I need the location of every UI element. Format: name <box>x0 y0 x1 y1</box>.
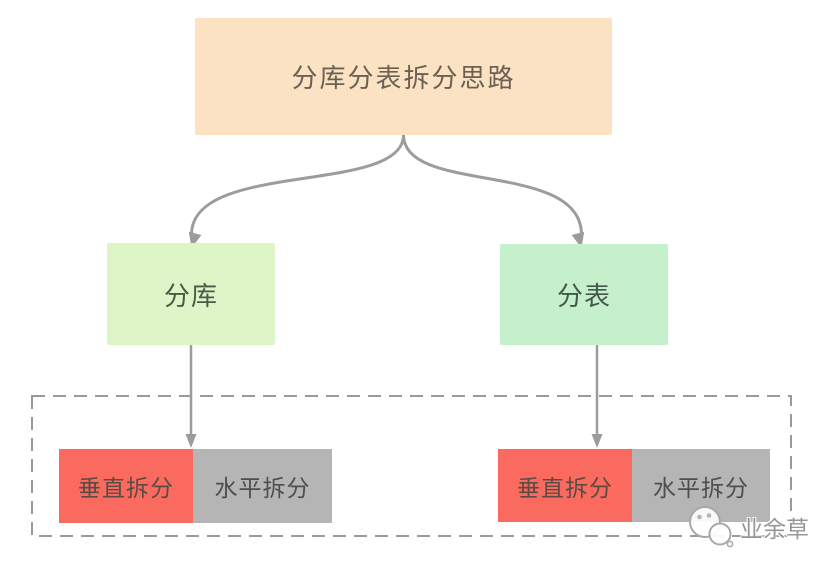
connector-title-to-fenku <box>190 134 405 235</box>
title-label: 分库分表拆分思路 <box>291 63 516 93</box>
branch-box-fenbiao: 分表 <box>500 244 668 345</box>
branch-fenbiao-label: 分表 <box>556 281 611 311</box>
vertical-split-label: 垂直拆分 <box>517 474 613 501</box>
arrowhead-fenku-splits <box>185 434 197 448</box>
vertical-split-box-fenku: 垂直拆分 <box>59 449 193 523</box>
split-pair-fenku: 垂直拆分 水平拆分 <box>59 449 332 523</box>
arrowhead-fenbiao <box>571 231 585 248</box>
title-box: 分库分表拆分思路 <box>195 18 612 135</box>
cloud-bubbles-icon <box>689 506 734 548</box>
watermark: 业余草 <box>684 503 809 551</box>
split-methods-dashed-container <box>31 395 792 537</box>
branch-fenku-label: 分库 <box>163 280 218 311</box>
horizontal-split-label: 水平拆分 <box>653 474 749 501</box>
watermark-text: 业余草 <box>740 516 809 542</box>
vertical-split-label: 垂直拆分 <box>78 475 174 501</box>
branch-box-fenku: 分库 <box>107 243 275 345</box>
horizontal-split-box-fenku: 水平拆分 <box>193 449 332 523</box>
horizontal-split-label: 水平拆分 <box>214 475 311 501</box>
connector-title-to-fenbiao <box>402 134 583 235</box>
vertical-split-box-fenbiao: 垂直拆分 <box>498 449 632 522</box>
arrowhead-fenbiao-splits <box>591 434 603 448</box>
